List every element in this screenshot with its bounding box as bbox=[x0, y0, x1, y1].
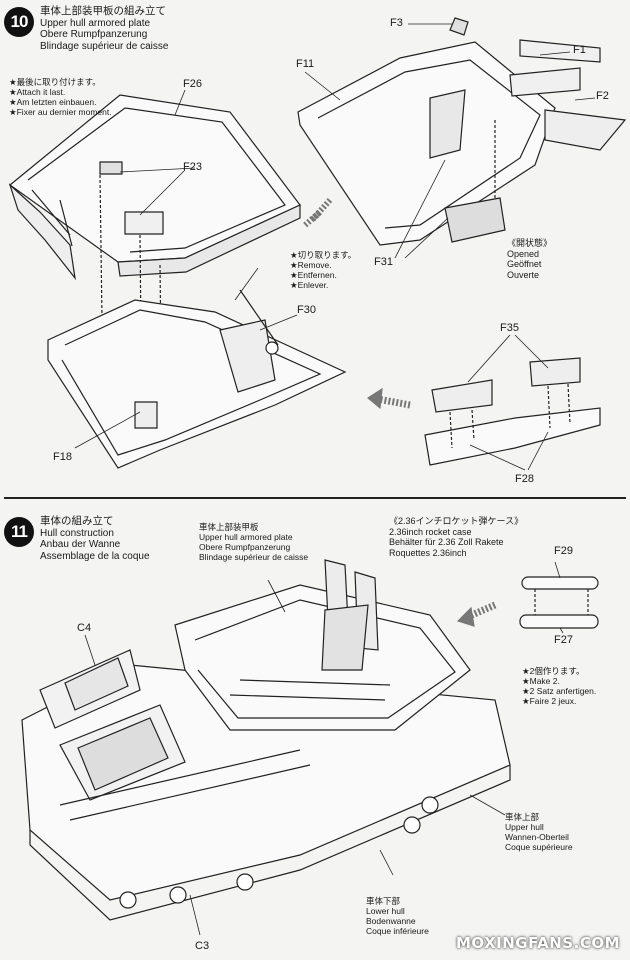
watermark: MOXINGFANS.COM bbox=[455, 934, 620, 952]
note-de: Geöffnet bbox=[507, 259, 542, 269]
title-en: Upper hull armored plate bbox=[40, 17, 151, 29]
step-title: 車体の組み立て Hull construction Anbau der Wann… bbox=[40, 515, 150, 562]
hinged-plate-drawing bbox=[298, 18, 625, 245]
note-fr: Coque inférieure bbox=[366, 926, 429, 936]
note-rocket-case: 《2.36インチロケット弾ケース》 2.36inch rocket case B… bbox=[389, 516, 523, 558]
title-jp: 車体上部装甲板の組み立て bbox=[40, 5, 166, 17]
note-upper-hull: 車体上部 Upper hull Wannen-Oberteil Coque su… bbox=[505, 812, 573, 852]
note-en: Upper hull armored plate bbox=[199, 532, 293, 542]
note-fr: Coque supérieure bbox=[505, 842, 573, 852]
note-en: 2.36inch rocket case bbox=[389, 526, 472, 537]
title-de: Obere Rumpfpanzerung bbox=[40, 29, 148, 40]
note-attach-last: ★最後に取り付けます。 ★Attach it last. ★Am letzten… bbox=[9, 77, 112, 117]
title-fr: Assemblage de la coque bbox=[40, 550, 150, 562]
note-en: Opened bbox=[507, 248, 540, 259]
part-label-f29: F29 bbox=[554, 545, 573, 557]
step-11-section: 11 車体の組み立て Hull construction Anbau der W… bbox=[0, 500, 630, 960]
part-label-f23: F23 bbox=[183, 161, 202, 173]
note-de: Behälter für 2.36 Zoll Rakete bbox=[389, 537, 504, 547]
note-jp: 車体上部 bbox=[505, 812, 540, 822]
part-label-f18: F18 bbox=[53, 451, 72, 463]
note-fr: ★Faire 2 jeux. bbox=[522, 696, 577, 706]
note-lower-hull: 車体下部 Lower hull Bodenwanne Coque inférie… bbox=[366, 896, 429, 936]
note-en: Lower hull bbox=[366, 906, 405, 916]
note-opened: 《開状態》 Opened Geöffnet Ouverte bbox=[507, 238, 552, 280]
note-fr: Blindage supérieur de caisse bbox=[199, 552, 309, 562]
section-divider bbox=[4, 497, 626, 499]
step-10-diagram bbox=[0, 0, 630, 498]
title-de: Anbau der Wanne bbox=[40, 539, 121, 550]
note-en: ★Remove. bbox=[290, 260, 332, 270]
note-remove: ★切り取ります。 ★Remove. ★Entfernen. ★Enlever. bbox=[290, 250, 356, 290]
note-de: Bodenwanne bbox=[366, 916, 416, 926]
upper-hull-assembly-drawing bbox=[175, 560, 470, 730]
note-en: ★Attach it last. bbox=[9, 87, 66, 97]
part-label-f31: F31 bbox=[374, 256, 393, 268]
note-de: ★2 Satz anfertigen. bbox=[522, 686, 597, 696]
note-fr: Ouverte bbox=[507, 269, 540, 280]
title-jp: 車体の組み立て bbox=[40, 515, 114, 527]
note-jp: 車体下部 bbox=[366, 896, 401, 906]
part-label-f11: F11 bbox=[296, 58, 315, 70]
note-jp: 車体上部装甲板 bbox=[199, 522, 259, 532]
step-number-badge: 11 bbox=[4, 517, 34, 547]
note-jp: 《2.36インチロケット弾ケース》 bbox=[389, 516, 524, 526]
rear-plate-drawing bbox=[425, 358, 600, 465]
part-label-f35: F35 bbox=[500, 322, 519, 334]
part-label-c3: C3 bbox=[195, 940, 210, 952]
part-label-f28: F28 bbox=[515, 473, 534, 485]
step-number: 10 bbox=[10, 12, 29, 31]
title-en: Hull construction bbox=[40, 527, 114, 539]
note-upper-armored-plate: 車体上部装甲板 Upper hull armored plate Obere R… bbox=[199, 522, 308, 562]
rocket-case-drawing bbox=[520, 577, 598, 628]
note-de: ★Entfernen. bbox=[290, 270, 337, 280]
step-title: 車体上部装甲板の組み立て Upper hull armored plate Ob… bbox=[40, 5, 169, 52]
step-11-diagram bbox=[0, 500, 630, 960]
hull-frame-drawing bbox=[48, 290, 345, 468]
part-label-f30: F30 bbox=[297, 304, 316, 316]
note-fr: Roquettes 2.36inch bbox=[389, 547, 467, 558]
part-label-f27: F27 bbox=[554, 634, 573, 646]
note-jp: ★最後に取り付けます。 bbox=[9, 77, 101, 87]
note-fr: ★Fixer au dernier moment. bbox=[9, 107, 112, 117]
step-number: 11 bbox=[11, 522, 28, 541]
note-jp: ★切り取ります。 bbox=[290, 250, 357, 260]
note-jp: 《開状態》 bbox=[507, 238, 553, 248]
step-number-badge: 10 bbox=[4, 7, 34, 37]
note-fr: ★Enlever. bbox=[290, 280, 329, 290]
note-de: ★Am letzten einbauen. bbox=[9, 97, 97, 107]
part-label-f26: F26 bbox=[183, 78, 202, 90]
note-jp: ★2個作ります。 bbox=[522, 666, 585, 676]
title-fr: Blindage supérieur de caisse bbox=[40, 40, 169, 52]
note-make-two: ★2個作ります。 ★Make 2. ★2 Satz anfertigen. ★F… bbox=[522, 666, 596, 706]
part-label-f2: F2 bbox=[596, 90, 609, 102]
note-de: Obere Rumpfpanzerung bbox=[199, 542, 291, 552]
note-en: ★Make 2. bbox=[522, 676, 560, 686]
part-label-f1: F1 bbox=[573, 44, 586, 56]
part-label-c4: C4 bbox=[77, 622, 92, 634]
step-10-section: 10 車体上部装甲板の組み立て Upper hull armored plate… bbox=[0, 0, 630, 498]
part-label-f3: F3 bbox=[390, 17, 403, 29]
note-de: Wannen-Oberteil bbox=[505, 832, 569, 842]
note-en: Upper hull bbox=[505, 822, 544, 832]
